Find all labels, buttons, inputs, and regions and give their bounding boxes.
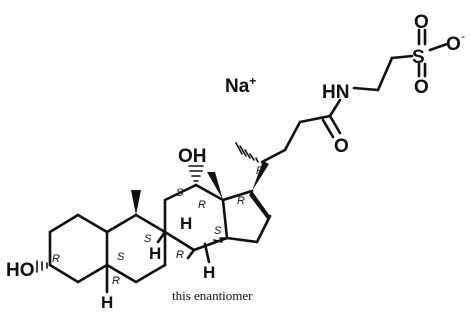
stereo-c13: R [198,199,206,211]
stereo-c20: R [256,165,264,177]
stereo-c10: S [117,251,125,263]
c14-hashed-h-bond [213,237,227,243]
stereo-c14: S [214,225,222,237]
stereo-c12: S [176,187,184,199]
ring-c-bonds [163,183,229,252]
stereo-c17: R [237,195,245,207]
stereo-c9: S [144,233,152,245]
sulfur-label: S [412,47,425,68]
sodium-ion-label: Na+ [225,74,256,97]
hydrogen-c8-label: H [180,214,192,233]
sulfonate-oxygen-bottom-label: O [414,77,429,98]
hydrogen-c14-label: H [203,263,215,282]
hydrogen-bonds [105,230,211,294]
stereo-c8: R [176,249,184,261]
c10-methyl-wedge [131,190,141,215]
hydrogen-c5-label: H [101,293,113,312]
hydrogen-c9-label: H [149,244,161,263]
ring-d-bonds [221,189,272,244]
stereo-c3: R [52,253,60,265]
c20-methyl-hashed-bond [235,142,259,163]
amide-nh-label: HN [322,82,349,103]
side-chain-bonds [260,28,449,164]
c13-methyl-wedge [207,172,223,200]
c17-c20-wedge-bond [252,161,269,191]
enantiomer-caption: this enantiomer [172,288,253,303]
ring-a-bonds [48,213,109,284]
sulfonate-charge-label: - [461,29,465,43]
c12-oh-hashed-bond [188,165,204,182]
sulfonate-oxygen-top-label: O [414,12,429,33]
stereo-c5: R [112,275,120,287]
c12-hydroxyl-label: OH [178,146,207,167]
ring-d-bold-bond [249,191,270,220]
amide-oxygen-label: O [334,136,349,157]
c3-ho-hashed-bond [36,260,48,273]
c3-hydroxyl-label: HO [6,260,35,281]
ring-b-bonds [105,213,167,284]
sulfonate-oxygen-right-label: O [446,34,461,55]
